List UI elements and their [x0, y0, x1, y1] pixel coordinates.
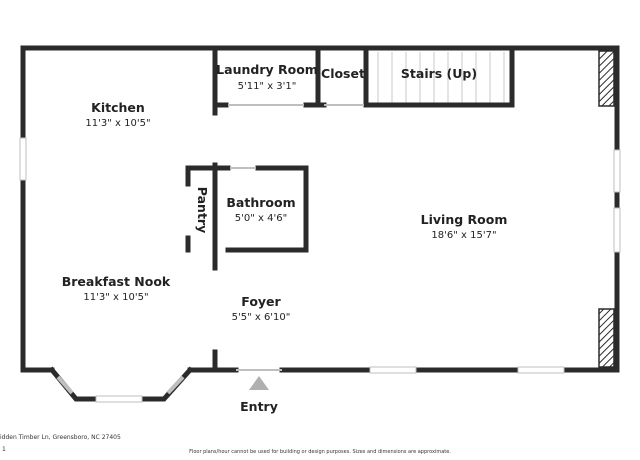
living-room-name: Living Room [421, 212, 508, 227]
window-bottom-2 [517, 366, 565, 374]
footer-disclaimer: Floor plans/hour cannot be used for buil… [189, 449, 451, 455]
window-right-wall-2 [613, 207, 621, 253]
foyer-dims: 5'5" x 6'10" [232, 312, 291, 323]
living-room-dims: 18'6" x 15'7" [431, 230, 496, 241]
foyer-name: Foyer [241, 294, 281, 309]
window-right-wall [613, 149, 621, 193]
kitchen-name: Kitchen [91, 100, 145, 115]
bathroom-dims: 5'0" x 4'6" [235, 213, 287, 224]
stair-treads [377, 52, 505, 104]
breakfast-nook-dims: 11'3" x 10'5" [83, 292, 148, 303]
bathroom-name: Bathroom [226, 195, 295, 210]
bay-windows [56, 375, 185, 395]
laundry-dims: 5'11" x 3'1" [238, 81, 297, 92]
closet-name: Closet [321, 66, 365, 81]
window-left-wall [19, 137, 27, 181]
windows [19, 104, 621, 403]
kitchen-dims: 11'3" x 10'5" [85, 118, 150, 129]
pantry-name: Pantry [195, 187, 210, 233]
entry-arrow-icon [249, 376, 269, 390]
hatched-column-bottom-right [598, 308, 615, 368]
footer-page-number: 1 [2, 446, 6, 453]
hatched-column-top-right [598, 50, 615, 107]
breakfast-nook-name: Breakfast Nook [62, 274, 171, 289]
window-bottom-1 [369, 366, 417, 374]
window-bay-bottom [95, 395, 143, 403]
laundry-name: Laundry Room [216, 62, 318, 77]
stairs-name: Stairs (Up) [401, 66, 477, 81]
footer-address: idden Timber Ln, Greensboro, NC 27405 [0, 434, 121, 441]
entry-label: Entry [240, 399, 278, 414]
